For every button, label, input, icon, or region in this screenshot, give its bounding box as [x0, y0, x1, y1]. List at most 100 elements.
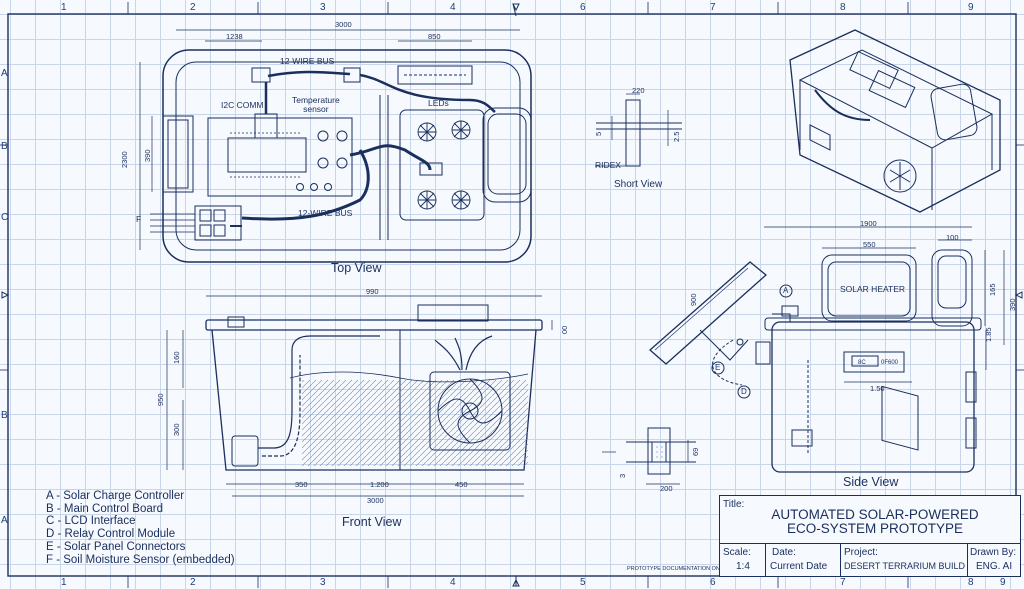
dim-short-top: 220 — [632, 86, 645, 95]
pipe-detail-drawing — [602, 427, 696, 485]
component-legend: A - Solar Charge Controller B - Main Con… — [46, 490, 235, 566]
ruler-top-4: 4 — [450, 2, 456, 13]
center-mark-bottom — [512, 576, 520, 587]
dim-front-seg1: 350 — [295, 480, 308, 489]
drawn-by-value: ENG. AI — [976, 561, 1013, 572]
dim-side-overall: 1900 — [860, 219, 877, 228]
ruler-bottom-6: 6 — [710, 577, 716, 588]
center-mark-right — [1014, 291, 1023, 299]
dim-short-left: 5 — [594, 131, 603, 136]
dim-pipe-width: 200 — [660, 484, 673, 493]
divider-3 — [967, 543, 968, 576]
ruler-left-a-top: A — [1, 68, 8, 79]
dim-side-h2: 390 — [1008, 298, 1017, 311]
ruler-top-6: 6 — [580, 2, 586, 13]
callout-a: A — [783, 286, 789, 295]
label-12-wire-bus-bottom: 12-WIRE BUS — [298, 208, 353, 218]
label-f: F — [136, 214, 142, 224]
center-mark-left — [1, 291, 10, 299]
dim-short-right: 2.5 — [672, 131, 681, 142]
ruler-left-b-2: B — [1, 141, 8, 152]
project-label: Project: — [844, 547, 878, 558]
dim-front-seg3: 450 — [455, 480, 468, 489]
dim-front-upper: 160 — [172, 351, 181, 364]
center-mark-top — [512, 3, 520, 17]
isometric-view-drawing — [789, 29, 1001, 451]
front-view-label: Front View — [342, 515, 402, 529]
callout-d: D — [741, 387, 747, 396]
label-ridex: RIDEX — [595, 160, 621, 170]
ruler-bottom-4: 4 — [450, 577, 456, 588]
ruler-bottom-1: 1 — [61, 577, 67, 588]
ruler-top-9: 9 — [968, 2, 974, 13]
dim-side-cap: 100 — [946, 233, 959, 242]
ruler-bottom-7: 7 — [840, 577, 846, 588]
title-block: Title: AUTOMATED SOLAR-POWERED ECO-SYSTE… — [719, 495, 1021, 577]
dim-side-h3: 1.85 — [984, 327, 993, 342]
top-view-drawing — [139, 29, 532, 263]
dim-side-meter: 1.50 — [870, 384, 885, 393]
meter-left-text: 8C — [858, 360, 866, 366]
dim-top-left: 1238 — [226, 32, 243, 41]
ruler-bottom-8: 8 — [968, 577, 974, 588]
ruler-bottom-9: 9 — [1000, 577, 1006, 588]
scale-label: Scale: — [723, 547, 751, 558]
label-12-wire-bus-top: 12-WIRE BUS — [280, 56, 335, 66]
short-view-label: Short View — [614, 179, 663, 190]
front-view-drawing — [166, 295, 553, 497]
scale-value: 1:4 — [736, 561, 750, 572]
ruler-top-3: 3 — [320, 2, 326, 13]
label-leds: LEDs — [428, 98, 449, 108]
divider-1 — [765, 543, 766, 576]
dim-front-base: 3000 — [367, 496, 384, 505]
dim-top-panel: 390 — [143, 149, 152, 162]
ruler-top-1: 1 — [61, 2, 67, 13]
date-value: Current Date — [770, 561, 828, 572]
drawn-by-label: Drawn By: — [970, 547, 1017, 558]
title-line-2: ECO-SYSTEM PROTOTYPE — [786, 521, 964, 536]
side-view-drawing — [649, 226, 1005, 473]
legend-item-e: E - Solar Panel Connectors — [46, 540, 186, 553]
side-view-label: Side View — [843, 475, 899, 489]
dim-front-total: 950 — [156, 393, 165, 406]
dim-front-overall: 990 — [366, 287, 379, 296]
dim-front-lid: 00 — [560, 325, 569, 334]
legend-item-d: D - Relay Control Module — [46, 528, 176, 541]
ruler-bottom-3: 3 — [320, 577, 326, 588]
title-line-1: AUTOMATED SOLAR-POWERED — [771, 507, 979, 522]
label-i2c-comm: I2C COMM — [221, 100, 264, 110]
ruler-bottom-5: 5 — [580, 577, 586, 588]
ruler-top-2: 2 — [190, 2, 196, 13]
dim-side-panel: 900 — [689, 293, 698, 306]
drawing-title: AUTOMATED SOLAR-POWERED ECO-SYSTEM PROTO… — [740, 508, 1010, 536]
dim-side-h1: 165 — [988, 283, 997, 296]
meter-readout: 0F600 — [881, 360, 899, 366]
dim-front-seg2: 1.200 — [370, 480, 389, 489]
legend-item-a: A - Solar Charge Controller — [46, 490, 185, 502]
dim-side-inner: 550 — [863, 240, 876, 249]
dim-top-right: 850 — [428, 32, 441, 41]
dim-pipe-left: 3 — [618, 473, 627, 478]
legend-item-c: C - LCD Interface — [46, 515, 136, 528]
project-value: DESERT TERRARIUM BUILD — [844, 561, 966, 571]
ruler-left-b-1: B — [1, 410, 8, 421]
label-temperature-sensor: Temperature sensor — [292, 95, 340, 114]
ruler-left-c: C — [1, 212, 9, 223]
callout-e: E — [715, 363, 721, 372]
dim-top-overall: 3000 — [335, 20, 352, 29]
top-view-label: Top View — [331, 261, 382, 275]
short-view-drawing — [595, 93, 682, 167]
ruler-left-a-bottom: A — [1, 515, 8, 526]
divider-2 — [840, 543, 841, 576]
dim-front-lower: 300 — [172, 423, 181, 436]
footer-note: PROTOTYPE DOCUMENTATION ONLY — [627, 566, 727, 572]
title-divider — [720, 543, 1020, 544]
ruler-top-8: 8 — [840, 2, 846, 13]
date-label: Date: — [772, 547, 796, 558]
label-solar-heater: SOLAR HEATER — [840, 284, 906, 294]
legend-item-f: F - Soil Moisture Sensor (embedded) — [46, 553, 235, 566]
ruler-top-7: 7 — [710, 2, 716, 13]
